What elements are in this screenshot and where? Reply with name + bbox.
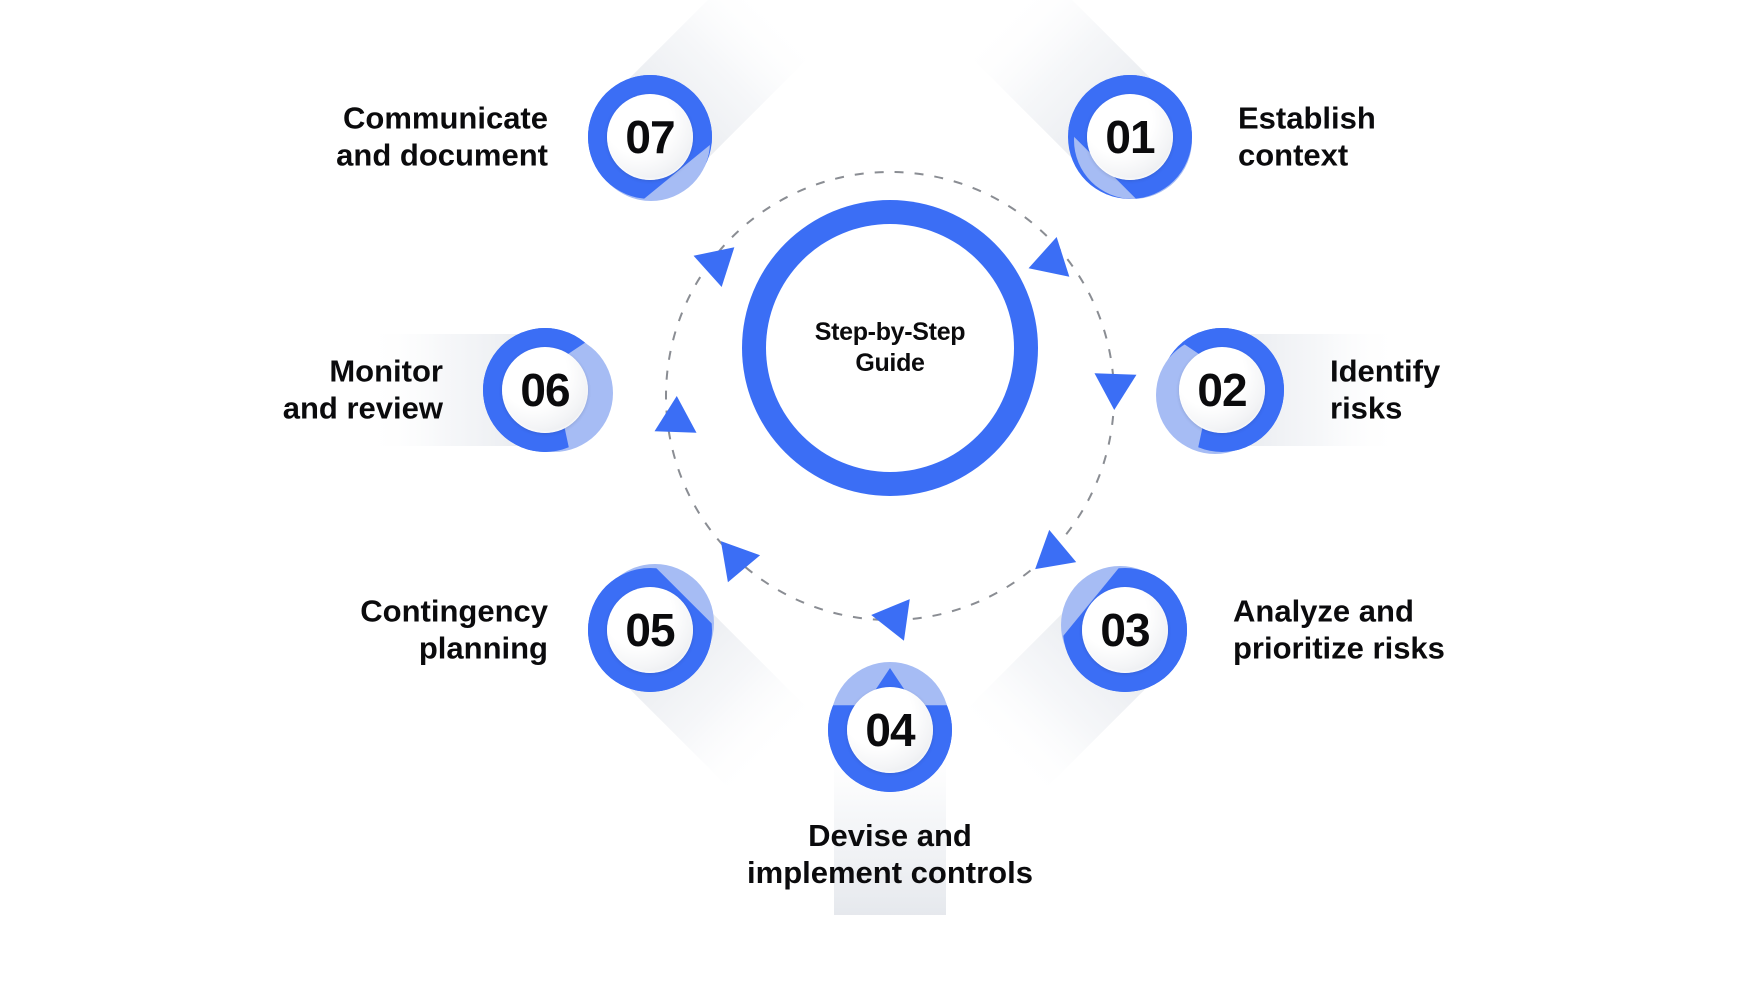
center-hub-inner: Step-by-Step Guide: [766, 224, 1014, 472]
step-node-07[interactable]: 07: [588, 75, 712, 201]
step-label-05: Contingency planning: [360, 593, 548, 665]
arrow-to-01-icon: [1028, 237, 1070, 277]
step-label-03: Analyze and prioritize risks: [1233, 593, 1445, 665]
step-node-02-number: 02: [1197, 364, 1247, 416]
step-node-03-disc: 03: [1082, 587, 1168, 673]
step-node-04-number: 04: [865, 704, 915, 756]
step-node-06-number: 06: [520, 364, 570, 416]
step-node-01-number: 01: [1105, 111, 1155, 163]
step-node-05-number: 05: [625, 604, 675, 656]
step-node-01[interactable]: 01: [1068, 75, 1192, 199]
step-node-05-disc: 05: [607, 587, 693, 673]
step-label-07: Communicate and document: [336, 100, 548, 172]
step-node-03[interactable]: 03: [1061, 566, 1187, 692]
step-label-06: Monitor and review: [282, 353, 443, 425]
arrow-to-03-icon: [1035, 529, 1077, 570]
step-node-05[interactable]: 05: [588, 564, 714, 692]
arrow-to-06-icon: [654, 396, 697, 433]
step-label-04: Devise and implement controls: [747, 818, 1033, 890]
arrow-to-05-icon: [720, 541, 761, 583]
step-node-04-disc: 04: [847, 687, 933, 773]
arrow-to-02-icon: [1094, 373, 1137, 410]
step-node-03-number: 03: [1100, 604, 1150, 656]
step-label-01: Establish context: [1238, 100, 1376, 172]
arrowhead-group: [654, 237, 1137, 641]
step-node-02[interactable]: 02: [1156, 328, 1284, 454]
center-hub: Step-by-Step Guide: [742, 200, 1038, 496]
center-hub-label: Step-by-Step Guide: [814, 317, 966, 377]
step-node-01-disc: 01: [1087, 94, 1173, 180]
arrow-to-04-icon: [871, 599, 910, 641]
step-node-06-disc: 06: [502, 347, 588, 433]
step-node-04[interactable]: 04: [828, 662, 952, 792]
arrow-to-07-icon: [693, 247, 735, 287]
step-node-02-disc: 02: [1179, 347, 1265, 433]
step-node-06[interactable]: 06: [483, 328, 613, 452]
step-node-07-number: 07: [625, 111, 675, 163]
step-label-02: Identify risks: [1330, 353, 1441, 425]
step-node-07-disc: 07: [607, 94, 693, 180]
